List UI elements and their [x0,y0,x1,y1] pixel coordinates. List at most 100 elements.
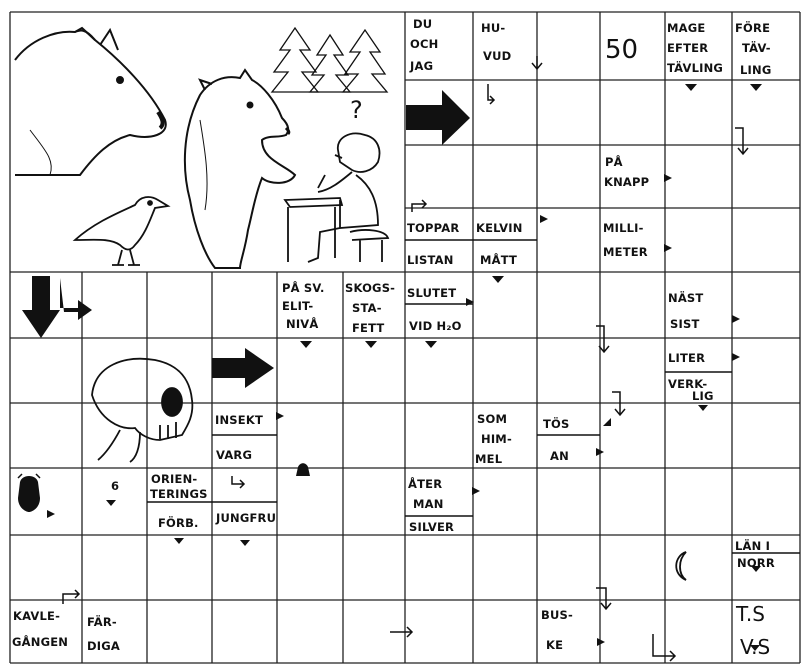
clue-slutet[interactable]: SLUTET [407,286,456,300]
answer-cell[interactable] [343,468,405,535]
answer-cell[interactable] [405,338,473,403]
answer-cell[interactable] [473,535,537,600]
answer-cell[interactable] [665,145,732,208]
answer-cell[interactable] [473,600,537,663]
answer-cell[interactable] [473,272,537,338]
answer-cell[interactable] [10,338,82,403]
clue-liter[interactable]: LITER [668,351,705,365]
clue-an[interactable]: AN [550,449,569,463]
clue-six[interactable]: 6 [111,479,119,493]
answer-cell[interactable] [405,535,473,600]
answer-cell[interactable] [732,403,800,468]
answer-cell[interactable] [473,80,537,145]
clue-line: NORR [737,556,775,570]
clue-mage-efter-tavling[interactable]: MAGE EFTER TÄVLING [667,21,723,75]
clue-vid-h2o[interactable]: VID H₂O [409,319,462,333]
arrow-icon [212,348,274,388]
answer-cell[interactable] [537,468,600,535]
answer-cell[interactable] [732,468,800,535]
clue-kelvin[interactable]: KELVIN [476,221,523,235]
answer-cell[interactable] [537,80,600,145]
answer-cell[interactable] [147,272,212,338]
clue-line: TERINGS [150,487,208,501]
clue-kavlegangen[interactable]: KAVLE- GÅNGEN [12,609,68,649]
answer-cell[interactable] [732,80,800,145]
clue-lan-i-norr[interactable]: LÄN I NORR [735,538,775,570]
clue-varg[interactable]: VARG [216,448,252,462]
answer-cell[interactable] [537,145,600,208]
clue-jungfru[interactable]: JUNGFRU [215,511,276,525]
clue-line: ELIT- [282,299,313,313]
answer-cell[interactable] [600,80,665,145]
clue-du-och-jag[interactable]: DU OCH JAG [409,17,438,73]
answer-cell[interactable] [732,145,800,208]
answer-cell[interactable] [212,600,277,663]
clue-fardiga[interactable]: FÄR- DIGA [87,614,120,653]
answer-cell[interactable] [600,535,665,600]
answer-cell[interactable] [405,403,473,468]
answer-cell[interactable] [277,600,343,663]
answer-cell[interactable] [82,535,147,600]
answer-cell[interactable] [537,535,600,600]
clue-fifty[interactable]: 50 [605,35,638,65]
answer-cell[interactable] [147,535,212,600]
answer-cell[interactable] [600,600,665,663]
answer-cell[interactable] [343,535,405,600]
answer-cell[interactable] [537,272,600,338]
clue-nast-sist[interactable]: NÄST SIST [668,290,703,331]
answer-cell[interactable] [600,468,665,535]
answer-cell[interactable] [473,468,537,535]
answer-cell[interactable] [405,145,473,208]
answer-cell[interactable] [343,403,405,468]
answer-cell[interactable] [212,272,277,338]
answer-cell[interactable] [82,272,147,338]
answer-cell[interactable] [10,535,82,600]
answer-cell[interactable] [537,338,600,403]
answer-cell[interactable] [277,468,343,535]
answer-cell[interactable] [732,338,800,403]
clue-ts-vs[interactable]: T.S V.S [735,602,770,659]
answer-cell[interactable] [665,468,732,535]
answer-cell[interactable] [10,403,82,468]
clue-huvud[interactable]: HU- VUD [481,21,511,63]
answer-cell[interactable] [665,600,732,663]
clue-millimeter[interactable]: MILLI- METER [603,221,648,259]
answer-cell[interactable] [537,208,600,272]
answer-cell[interactable] [277,403,343,468]
clue-verklig[interactable]: VERK- LIG [668,377,714,403]
answer-cell[interactable] [277,535,343,600]
clue-topparlistan[interactable]: TOPPAR LISTAN [407,221,459,267]
clue-skogsstafett[interactable]: SKOGS- STA- FETT [345,281,395,335]
clue-line: PÅ SV. [282,280,325,295]
clue-orienterings-forb[interactable]: ORIEN- TERINGS FÖRB. [150,472,208,530]
clue-line: KE [546,638,563,652]
answer-cell[interactable] [600,272,665,338]
clue-silver[interactable]: SILVER [409,520,454,534]
answer-cell[interactable] [665,208,732,272]
clue-matt[interactable]: MÅTT [480,252,517,267]
clue-tos[interactable]: TÖS [543,416,570,431]
answer-cell[interactable] [277,338,343,403]
answer-cell[interactable] [600,403,665,468]
clue-som-himmel[interactable]: SOM HIM- MEL [475,412,512,466]
answer-cell[interactable] [732,272,800,338]
clue-line: MILLI- [603,221,644,235]
answer-cell[interactable] [732,208,800,272]
clue-buske[interactable]: BUS- KE [541,608,573,652]
answer-cell[interactable] [665,403,732,468]
answer-cell[interactable] [473,338,537,403]
clue-fore-tavling[interactable]: FÖRE TÄV- LING [735,20,771,77]
answer-cell[interactable] [473,145,537,208]
clue-dividers [147,239,800,554]
clue-ater-man[interactable]: ÅTER MAN [408,476,444,511]
clue-line: TÄV- [742,40,771,55]
clue-insekt[interactable]: INSEKT [215,413,263,427]
clue-line: BUS- [541,608,573,622]
answer-cell[interactable] [405,600,473,663]
answer-cell[interactable] [343,338,405,403]
clue-pa-knapp[interactable]: PÅ KNAPP [604,154,649,189]
answer-cell[interactable] [665,80,732,145]
answer-cell[interactable] [147,600,212,663]
clue-pa-sv-elitniva[interactable]: PÅ SV. ELIT- NIVÅ [282,280,325,331]
answer-cell[interactable] [600,338,665,403]
